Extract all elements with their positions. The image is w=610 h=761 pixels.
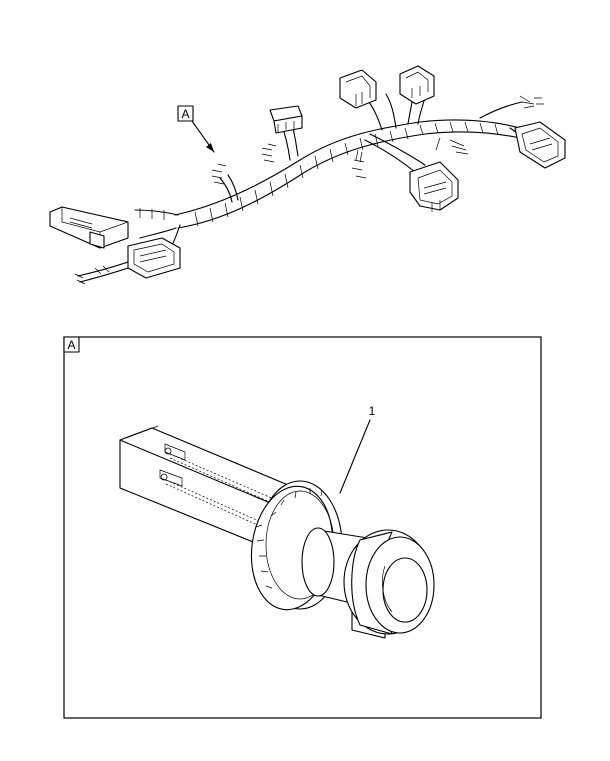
- leader-arrowhead-icon: [206, 143, 214, 152]
- view-callout-box: [177, 105, 194, 122]
- detail-frame: [63, 336, 542, 719]
- detail-label-letter: A: [67, 338, 75, 352]
- item-callout-number: 1: [369, 404, 376, 418]
- detail-label-box: [63, 336, 80, 353]
- view-callout-letter: A: [181, 107, 189, 121]
- wiring-harness: A: [49, 65, 566, 285]
- terminal-connector-part: [119, 425, 435, 639]
- item-callout-leader: [339, 419, 371, 494]
- detail-view-a: A: [63, 336, 542, 719]
